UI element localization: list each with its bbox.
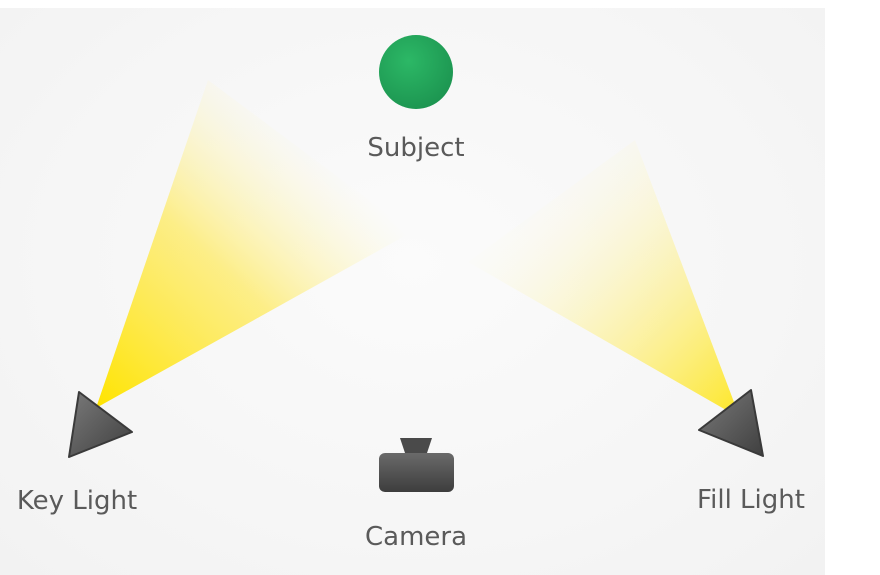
subject-label: Subject: [367, 133, 465, 163]
camera-label: Camera: [364, 522, 468, 552]
subject-circle: [379, 35, 453, 109]
fill-light-beam: [468, 140, 740, 418]
key-light-icon: [68, 391, 133, 458]
key-light-label: Key Light: [16, 486, 138, 516]
key-light-beam: [96, 80, 412, 408]
fill-light-label: Fill Light: [697, 485, 805, 515]
camera-icon: [379, 438, 454, 492]
fill-light-icon: [698, 389, 764, 457]
